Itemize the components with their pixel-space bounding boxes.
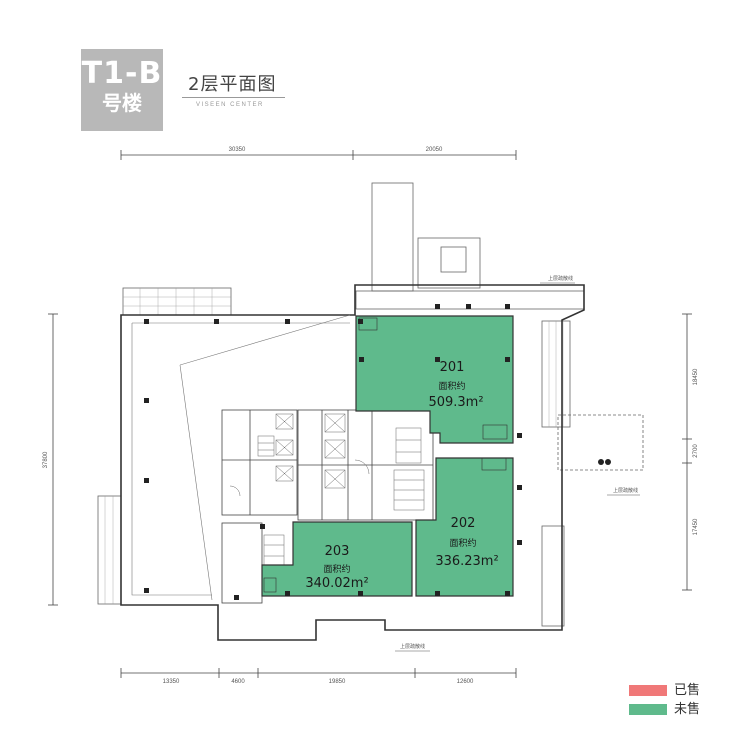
- structural-columns: [144, 304, 611, 600]
- dim-right-2: 2700: [693, 444, 699, 458]
- legend-swatch-unsold: [629, 704, 667, 715]
- dim-left-1: 37800: [43, 451, 49, 468]
- unit-202-number: 202: [451, 516, 476, 531]
- building-badge: T1-B 号楼: [81, 49, 163, 131]
- atrium-void: [179, 314, 351, 601]
- terrace-left: [97, 495, 122, 605]
- legend-swatch-sold: [629, 685, 667, 696]
- unit-203-area-label: 面积约: [323, 563, 350, 575]
- unit-203-area: [261, 521, 413, 597]
- dim-bottom-2: 4600: [231, 679, 245, 685]
- unit-202-area-label: 面积约: [449, 537, 476, 549]
- unit-201-area: [355, 315, 514, 444]
- unit-202-area-value: 336.23m²: [435, 554, 498, 569]
- floor-title: 2层平面图: [188, 74, 277, 95]
- bridge-top: [371, 182, 414, 292]
- annotation-right: 上层疏散线: [613, 487, 638, 494]
- legend-label-sold: 已售: [674, 683, 701, 698]
- terrace-top: [122, 287, 232, 316]
- dim-top-1: 30350: [229, 147, 246, 153]
- legend-label-unsold: 未售: [674, 702, 701, 717]
- dim-bottom-4: 12600: [457, 679, 474, 685]
- legend-unsold: 未售: [629, 698, 700, 717]
- unit-203-number: 203: [325, 544, 350, 559]
- floor-subtitle: VISEEN CENTER: [196, 102, 264, 108]
- dim-right-1: 18450: [693, 368, 699, 385]
- unit-203-area-value: 340.02m²: [305, 576, 368, 591]
- annotation-top: 上层疏散线: [548, 275, 573, 282]
- dim-bottom-1: 13350: [163, 679, 180, 685]
- title-divider: [182, 97, 285, 98]
- stair-right: [541, 525, 565, 627]
- unit-201-area-label: 面积约: [438, 380, 465, 392]
- legend-sold: 已售: [629, 679, 700, 698]
- unit-202-area: [415, 457, 514, 597]
- dim-top-2: 20050: [426, 147, 443, 153]
- dim-right-3: 17450: [693, 518, 699, 535]
- link-bridge: [557, 414, 644, 471]
- building-code: T1-B: [81, 56, 163, 91]
- unit-201-number: 201: [440, 360, 465, 375]
- unit-201-area-value: 509.3m²: [428, 395, 483, 410]
- building-label: 号楼: [102, 91, 142, 115]
- building-outline: [120, 284, 585, 641]
- annotation-bottom: 上层疏散线: [400, 643, 425, 650]
- dim-bottom-3: 19850: [329, 679, 346, 685]
